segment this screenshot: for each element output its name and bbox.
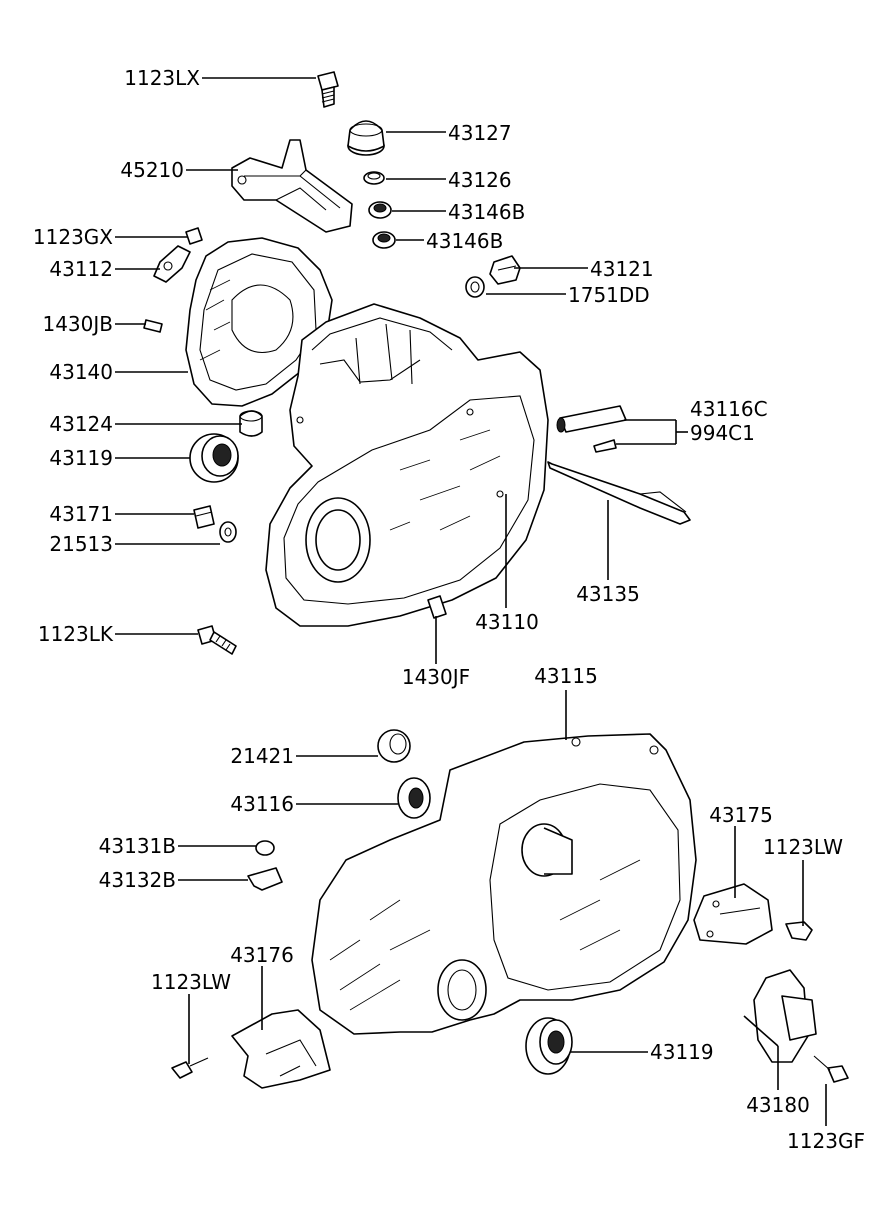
bushing-43146B-a-drawing xyxy=(368,201,392,219)
label-1751DD: 1751DD xyxy=(568,283,650,307)
label-1123LW-b: 1123LW xyxy=(151,970,231,994)
label-994C1: 994C1 xyxy=(690,421,755,445)
bolt-1123LW-b-drawing xyxy=(171,1057,209,1079)
housing-43140-drawing xyxy=(185,237,333,407)
label-43119-b: 43119 xyxy=(650,1040,714,1064)
part-43126-drawing xyxy=(363,171,385,185)
seal-21421-drawing xyxy=(377,729,411,763)
plug-43131B-drawing xyxy=(255,840,275,856)
housing-43115-drawing xyxy=(311,733,697,1035)
label-43119-a: 43119 xyxy=(49,446,113,470)
case-43110-drawing xyxy=(265,303,549,627)
label-43175: 43175 xyxy=(709,803,773,827)
label-21513: 21513 xyxy=(49,532,113,556)
label-43171: 43171 xyxy=(49,502,113,526)
sealant-43116C-drawing xyxy=(556,405,627,433)
part-labels: 1123LX 43127 45210 43126 43146B 1123GX 4… xyxy=(33,66,865,1153)
pin-1430JB-drawing xyxy=(143,319,163,333)
bracket-43176-drawing xyxy=(231,1009,331,1089)
seal-43116-drawing xyxy=(397,777,431,819)
bolt-1123LX-drawing xyxy=(317,71,339,108)
seal-43119-a-drawing xyxy=(189,433,239,483)
label-43115: 43115 xyxy=(534,664,598,688)
label-1123LX: 1123LX xyxy=(124,66,200,90)
bolt-1123LK-drawing xyxy=(197,625,237,655)
label-1430JF: 1430JF xyxy=(402,665,470,689)
cover-43180-drawing xyxy=(753,969,817,1063)
label-43121: 43121 xyxy=(590,257,654,281)
label-43176: 43176 xyxy=(230,943,294,967)
label-1123GF: 1123GF xyxy=(787,1129,865,1153)
leader-lines xyxy=(115,77,827,1126)
label-43140: 43140 xyxy=(49,360,113,384)
gasket-1751DD-drawing xyxy=(465,276,485,298)
label-43146B-a: 43146B xyxy=(448,200,525,224)
label-43126: 43126 xyxy=(448,168,512,192)
label-43180: 43180 xyxy=(746,1093,810,1117)
guide-43135-drawing xyxy=(547,461,691,525)
label-1123LW-a: 1123LW xyxy=(763,835,843,859)
bolt-1123GF-drawing xyxy=(813,1055,849,1083)
boot-43127-drawing xyxy=(347,120,385,156)
part-43124-drawing xyxy=(239,410,263,437)
washer-21513-drawing xyxy=(219,521,237,543)
label-43127: 43127 xyxy=(448,121,512,145)
label-1123GX: 1123GX xyxy=(33,225,113,249)
label-43124: 43124 xyxy=(49,412,113,436)
nozzle-994C1-drawing xyxy=(593,439,617,453)
label-21421: 21421 xyxy=(230,744,294,768)
label-43116C: 43116C xyxy=(690,397,768,421)
label-43110: 43110 xyxy=(475,610,539,634)
pin-1430JF-drawing xyxy=(427,595,447,619)
label-43112: 43112 xyxy=(49,257,113,281)
label-1430JB: 1430JB xyxy=(42,312,113,336)
label-43116: 43116 xyxy=(230,792,294,816)
plate-43175-drawing xyxy=(693,883,773,945)
label-45210: 45210 xyxy=(120,158,184,182)
sensor-43112-drawing xyxy=(153,227,203,283)
plug-43121-drawing xyxy=(489,255,521,285)
label-43131B: 43131B xyxy=(99,834,176,858)
bracket-45210-drawing xyxy=(231,139,353,233)
clip-43132B-drawing xyxy=(247,867,283,891)
part-43171-drawing xyxy=(193,505,215,529)
bolt-1123LW-a-drawing xyxy=(785,921,813,941)
bushing-43146B-b-drawing xyxy=(372,231,396,249)
label-43146B-b: 43146B xyxy=(426,229,503,253)
label-43132B: 43132B xyxy=(99,868,176,892)
seal-43119-b-drawing xyxy=(525,1017,573,1075)
label-1123LK: 1123LK xyxy=(38,622,114,646)
label-43135: 43135 xyxy=(576,582,640,606)
